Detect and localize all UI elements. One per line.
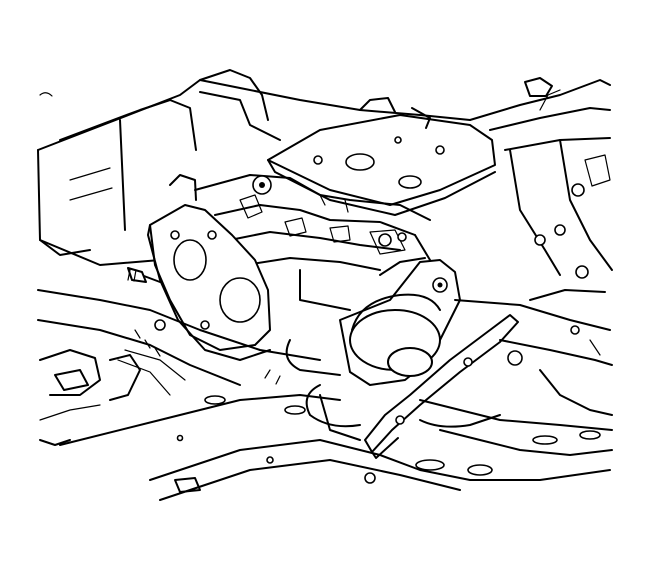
lower-frame bbox=[37, 289, 613, 501]
bolt-hole bbox=[534, 234, 546, 246]
bracket-hole bbox=[219, 277, 261, 323]
bolt-hole bbox=[200, 320, 210, 330]
right-upper-structure bbox=[469, 77, 613, 279]
bolt-hole bbox=[554, 224, 566, 236]
plate-hole bbox=[345, 153, 375, 171]
bolt-hole bbox=[170, 230, 180, 240]
bolt-hole bbox=[570, 325, 580, 335]
bolt-hole bbox=[575, 265, 589, 279]
bolt-center bbox=[259, 182, 265, 188]
lower-pipe bbox=[264, 339, 501, 428]
engine-block bbox=[194, 174, 441, 311]
mounting-stud bbox=[127, 267, 161, 283]
bolt-hole bbox=[571, 183, 585, 197]
plate-hole bbox=[398, 175, 422, 189]
right-crossmember bbox=[454, 289, 613, 416]
bolt-hole bbox=[266, 456, 274, 464]
frame-slot bbox=[204, 395, 226, 405]
frame-slot bbox=[415, 459, 445, 471]
bolt-hole bbox=[435, 145, 445, 155]
bolt-hole bbox=[176, 434, 184, 442]
frame-slot bbox=[467, 464, 493, 476]
engine-mount bbox=[339, 257, 461, 386]
bolt-hole bbox=[207, 230, 217, 240]
bolt-hole bbox=[397, 232, 407, 242]
bracket-hole bbox=[173, 239, 207, 281]
bolt-hole bbox=[364, 472, 376, 484]
frame-slot bbox=[532, 435, 558, 445]
left-mount-bracket bbox=[147, 174, 271, 361]
mount-insulator bbox=[387, 347, 433, 377]
bolt-hole bbox=[313, 155, 323, 165]
bolt-hole bbox=[378, 233, 392, 247]
bolt-hole bbox=[463, 357, 473, 367]
upper-body-panel bbox=[37, 69, 471, 266]
frame-slot bbox=[284, 405, 306, 415]
bolt-center bbox=[437, 282, 443, 288]
frame-slot bbox=[579, 430, 601, 440]
top-bracket-plate bbox=[267, 97, 496, 216]
bolt-hole bbox=[154, 319, 166, 331]
bolt-hole bbox=[507, 350, 523, 366]
bolt-hole bbox=[395, 415, 405, 425]
mount-bracket-strap bbox=[364, 314, 519, 459]
left-lower-assembly bbox=[39, 319, 186, 446]
bolt-hole bbox=[394, 136, 402, 144]
